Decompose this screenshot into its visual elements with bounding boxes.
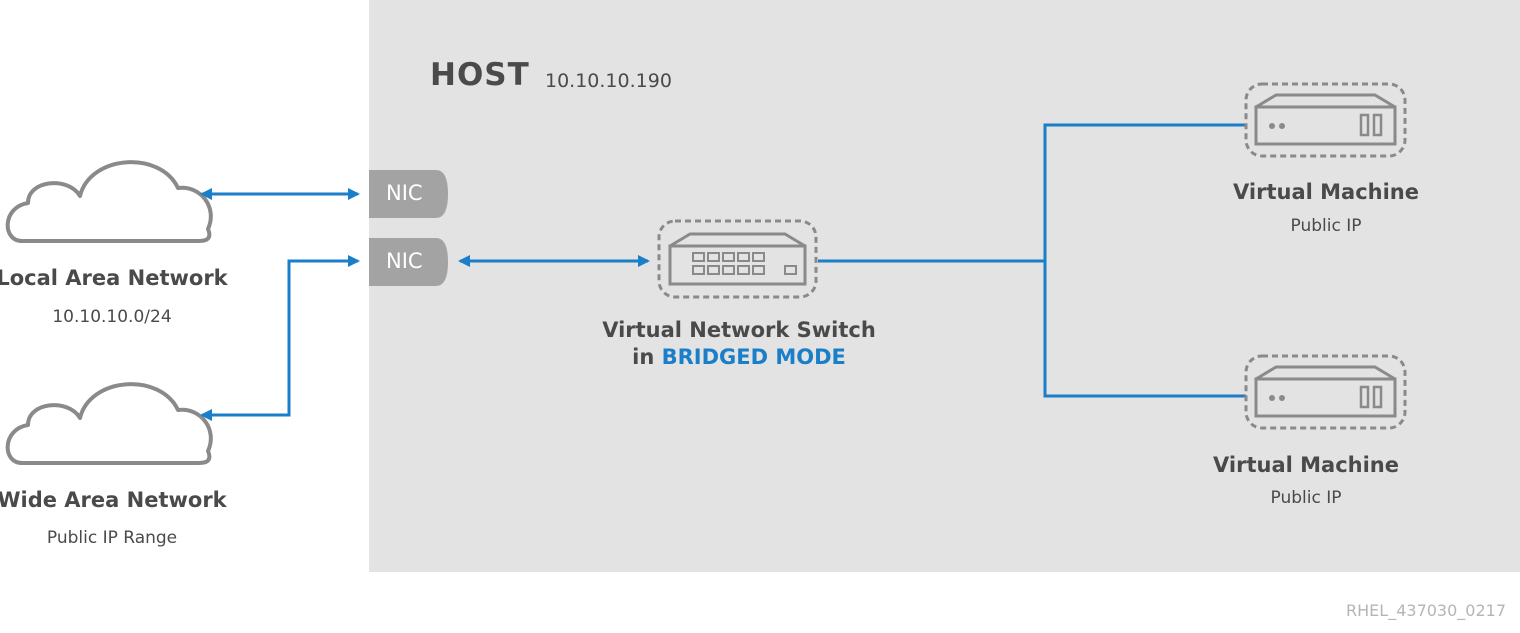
vm-ip-2: Public IP bbox=[1270, 488, 1342, 508]
server-icon-1 bbox=[1244, 82, 1407, 158]
nic-tab-1 bbox=[369, 170, 448, 218]
vm-label-2: Virtual Machine bbox=[1213, 453, 1399, 477]
wan-label: Wide Area Network bbox=[0, 488, 227, 512]
vm-ip-1: Public IP bbox=[1290, 216, 1362, 236]
host-ip: 10.10.10.190 bbox=[545, 70, 672, 92]
wan-nic-link bbox=[200, 255, 360, 421]
lan-label: Local Area Network bbox=[0, 266, 228, 290]
switch-mode-prefix: in bbox=[632, 345, 662, 369]
wan-subnet: Public IP Range bbox=[46, 528, 178, 548]
lan-subnet: 10.10.10.0/24 bbox=[52, 307, 172, 327]
nic-label-1: NIC bbox=[386, 181, 423, 205]
switch-icon bbox=[657, 219, 818, 299]
nic-label-2: NIC bbox=[386, 249, 423, 273]
switch-mode: BRIDGED MODE bbox=[661, 345, 846, 369]
lan-cloud-icon bbox=[5, 160, 213, 243]
wan-cloud-icon bbox=[5, 382, 213, 465]
vm-trunk-line bbox=[1043, 123, 1246, 398]
switch-mode-line: in BRIDGED MODE bbox=[632, 345, 846, 369]
vm-label-1: Virtual Machine bbox=[1233, 180, 1419, 204]
switch-label: Virtual Network Switch bbox=[602, 318, 876, 342]
server-icon-2 bbox=[1244, 354, 1407, 430]
host-title: HOST bbox=[430, 57, 530, 93]
figure-code: RHEL_437030_0217 bbox=[1346, 601, 1506, 620]
nic-tab-2 bbox=[369, 238, 448, 286]
